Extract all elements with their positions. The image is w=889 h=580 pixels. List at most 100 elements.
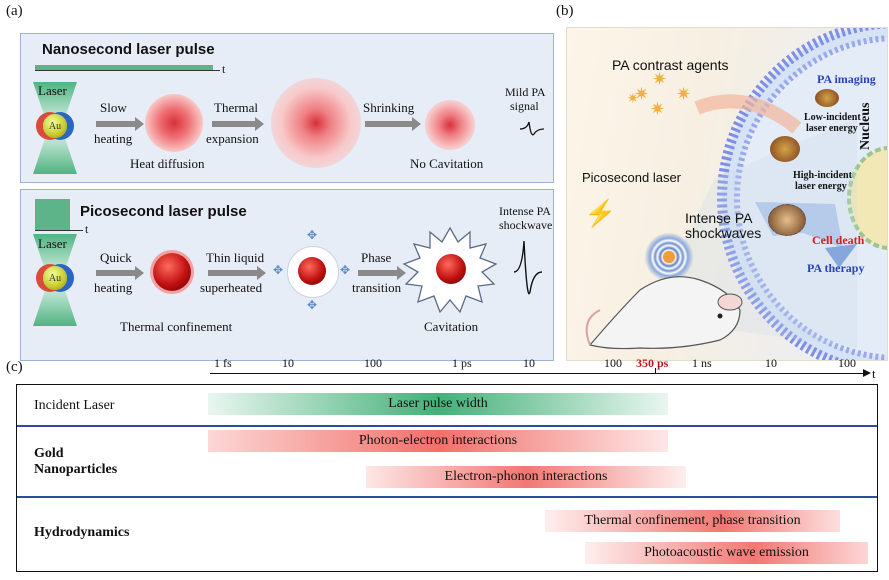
nano-t-label: t — [222, 62, 226, 76]
pico-step1-bottom: heating — [94, 280, 133, 295]
pico-hot-particle — [153, 253, 191, 291]
pa-contrast-agents: PA contrast agents — [612, 57, 729, 73]
pico-gold-nanoparticle: Au — [43, 266, 67, 290]
row-hydrodynamics: Hydrodynamics — [34, 525, 130, 540]
pico-arrow-2 — [208, 266, 266, 280]
pa-imaging-label: PA imaging — [817, 72, 876, 86]
pa-therapy-label: PA therapy — [807, 261, 865, 275]
time-axis — [210, 373, 865, 374]
nano-no-cavitation: No Cavitation — [410, 156, 484, 171]
agent-star-3: ✷ — [676, 84, 692, 104]
cavitation-core-particle — [436, 254, 466, 284]
nano-arrow-1 — [96, 117, 144, 131]
pico-signal-top: Intense PA — [499, 204, 551, 218]
high-energy-top: High-incident — [793, 170, 852, 181]
bar-thermal-confinement: Thermal confinement, phase transition — [545, 510, 840, 532]
pico-time-axis — [35, 230, 83, 231]
high-energy-cell — [770, 136, 800, 162]
pico-step3-top: Phase — [361, 250, 392, 265]
row-divider-2 — [17, 496, 877, 498]
panel-b-label: (b) — [556, 3, 574, 19]
nano-step2-bottom: expansion — [206, 131, 259, 146]
tick-mark-350ps — [655, 368, 656, 374]
cell-membrane — [647, 28, 887, 360]
pico-expansion-arrow-left: ✥ — [273, 263, 284, 277]
pico-expansion-arrow-right: ✥ — [340, 263, 351, 277]
pico-t-label: t — [85, 222, 89, 236]
pico-step2-top: Thin liquid — [206, 250, 265, 265]
mouse-illustration — [585, 276, 743, 350]
nano-arrow-2 — [212, 117, 264, 131]
tick-100ns: 100 — [838, 356, 856, 370]
tick-1fs: 1 fs — [214, 356, 232, 370]
time-axis-arrowhead — [863, 369, 871, 377]
nano-expanded-particle — [271, 78, 361, 168]
low-energy-cell — [815, 89, 839, 107]
pico-pulse-block — [35, 199, 70, 230]
tick-10fs: 10 — [282, 356, 294, 370]
row-incident-laser: Incident Laser — [34, 398, 115, 413]
nano-signal-bottom: signal — [510, 99, 539, 113]
tick-350ps: 350 ps — [636, 356, 669, 370]
nano-arrow-3 — [365, 117, 421, 131]
bar-photoacoustic-emission: Photoacoustic wave emission — [585, 542, 868, 564]
nano-pulse-bar — [35, 65, 213, 70]
nano-laser-label: Laser — [38, 83, 67, 98]
pico-step1-top: Quick — [100, 250, 132, 265]
agent-star-2: ✷ — [652, 69, 668, 89]
nano-gold-nanoparticle: Au — [43, 114, 67, 138]
pico-expansion-arrow-up: ✥ — [307, 228, 318, 242]
nucleus-label: Nucleus — [858, 102, 873, 150]
fragmented-cell — [768, 204, 806, 236]
pico-thermal-confinement: Thermal confinement — [120, 319, 233, 334]
low-energy-bottom: laser energy — [806, 123, 858, 134]
tumor-shockwave-rings — [640, 228, 698, 286]
pico-arrow-3 — [358, 266, 406, 280]
tick-1ps: 1 ps — [452, 356, 472, 370]
nano-heat-diffusion: Heat diffusion — [130, 156, 205, 171]
tick-10ps: 10 — [523, 356, 535, 370]
nano-step1-top: Slow — [100, 100, 127, 115]
pico-intense-signal-waveform — [513, 240, 543, 295]
nano-step2-top: Thermal — [214, 100, 259, 115]
agent-star-1: ✷ — [634, 84, 650, 104]
timeline-table — [16, 384, 878, 572]
pico-signal-bottom: shockwave — [499, 218, 553, 232]
tick-10ns: 10 — [765, 356, 777, 370]
pico-step2-bottom: superheated — [200, 280, 263, 295]
picosecond-title: Picosecond laser pulse — [80, 203, 247, 220]
low-energy-top: Low-incident — [804, 112, 861, 123]
pico-cavitation: Cavitation — [424, 319, 479, 334]
pico-arrow-1 — [96, 266, 144, 280]
nano-shrunk-particle — [425, 100, 475, 150]
panel-a-label: (a) — [6, 3, 23, 19]
nano-heated-particle — [145, 94, 203, 152]
bar-electron-phonon: Electron-phonon interactions — [366, 466, 686, 488]
tick-100fs: 100 — [364, 356, 382, 370]
nano-time-axis — [35, 70, 220, 71]
time-axis-t-label: t — [872, 366, 876, 381]
cell-death-label: Cell death — [812, 233, 865, 247]
bar-laser-pulse-width: Laser pulse width — [208, 393, 668, 415]
nanosecond-title: Nanosecond laser pulse — [42, 41, 215, 58]
lightning-icon: ⚡ — [584, 199, 617, 228]
row-divider-1 — [17, 425, 877, 427]
pico-laser-label: Laser — [38, 236, 67, 251]
high-energy-bottom: laser energy — [795, 181, 847, 192]
tick-100ps: 100 — [604, 356, 622, 370]
agent-star-4: ✷ — [627, 92, 639, 107]
picosecond-laser-label: Picosecond laser — [582, 170, 681, 185]
agent-star-5: ✷ — [650, 99, 666, 119]
nano-signal-top: Mild PA — [505, 85, 546, 99]
row-gold-line2: Nanoparticles — [34, 462, 118, 477]
panel-c-label: (c) — [6, 359, 23, 375]
shockwave-top: Intense PA — [685, 210, 753, 226]
row-gold-line1: Gold — [34, 446, 64, 461]
tick-1ns: 1 ns — [692, 356, 712, 370]
panel-b-background — [566, 27, 888, 361]
nano-step1-bottom: heating — [94, 131, 133, 146]
pico-expansion-arrow-down: ✥ — [307, 298, 318, 312]
pico-core-particle — [298, 257, 326, 285]
shockwave-bottom: shockwaves — [685, 225, 762, 241]
nano-mild-signal-waveform — [519, 121, 545, 136]
